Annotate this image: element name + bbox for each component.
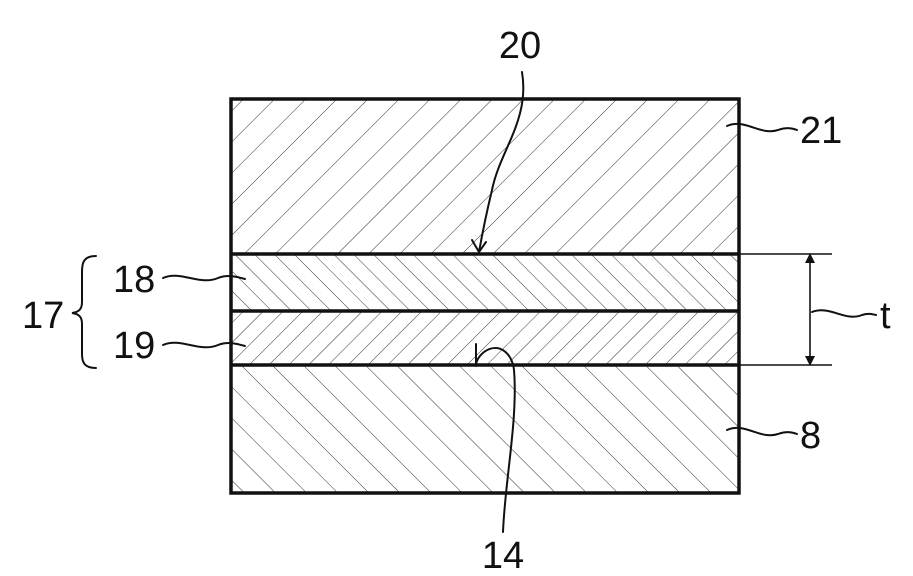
layer-19	[231, 311, 739, 365]
label-t: t	[880, 295, 891, 337]
layer-18	[231, 254, 739, 311]
label-20: 20	[499, 25, 541, 67]
label-8: 8	[800, 415, 821, 457]
leader-t	[812, 310, 876, 316]
layer-8	[231, 365, 739, 493]
brace-17	[72, 256, 96, 368]
layer-21	[231, 99, 739, 254]
label-19: 19	[113, 325, 155, 367]
label-14: 14	[482, 535, 524, 576]
label-21: 21	[800, 110, 842, 152]
label-18: 18	[113, 259, 155, 301]
label-17: 17	[22, 295, 64, 337]
